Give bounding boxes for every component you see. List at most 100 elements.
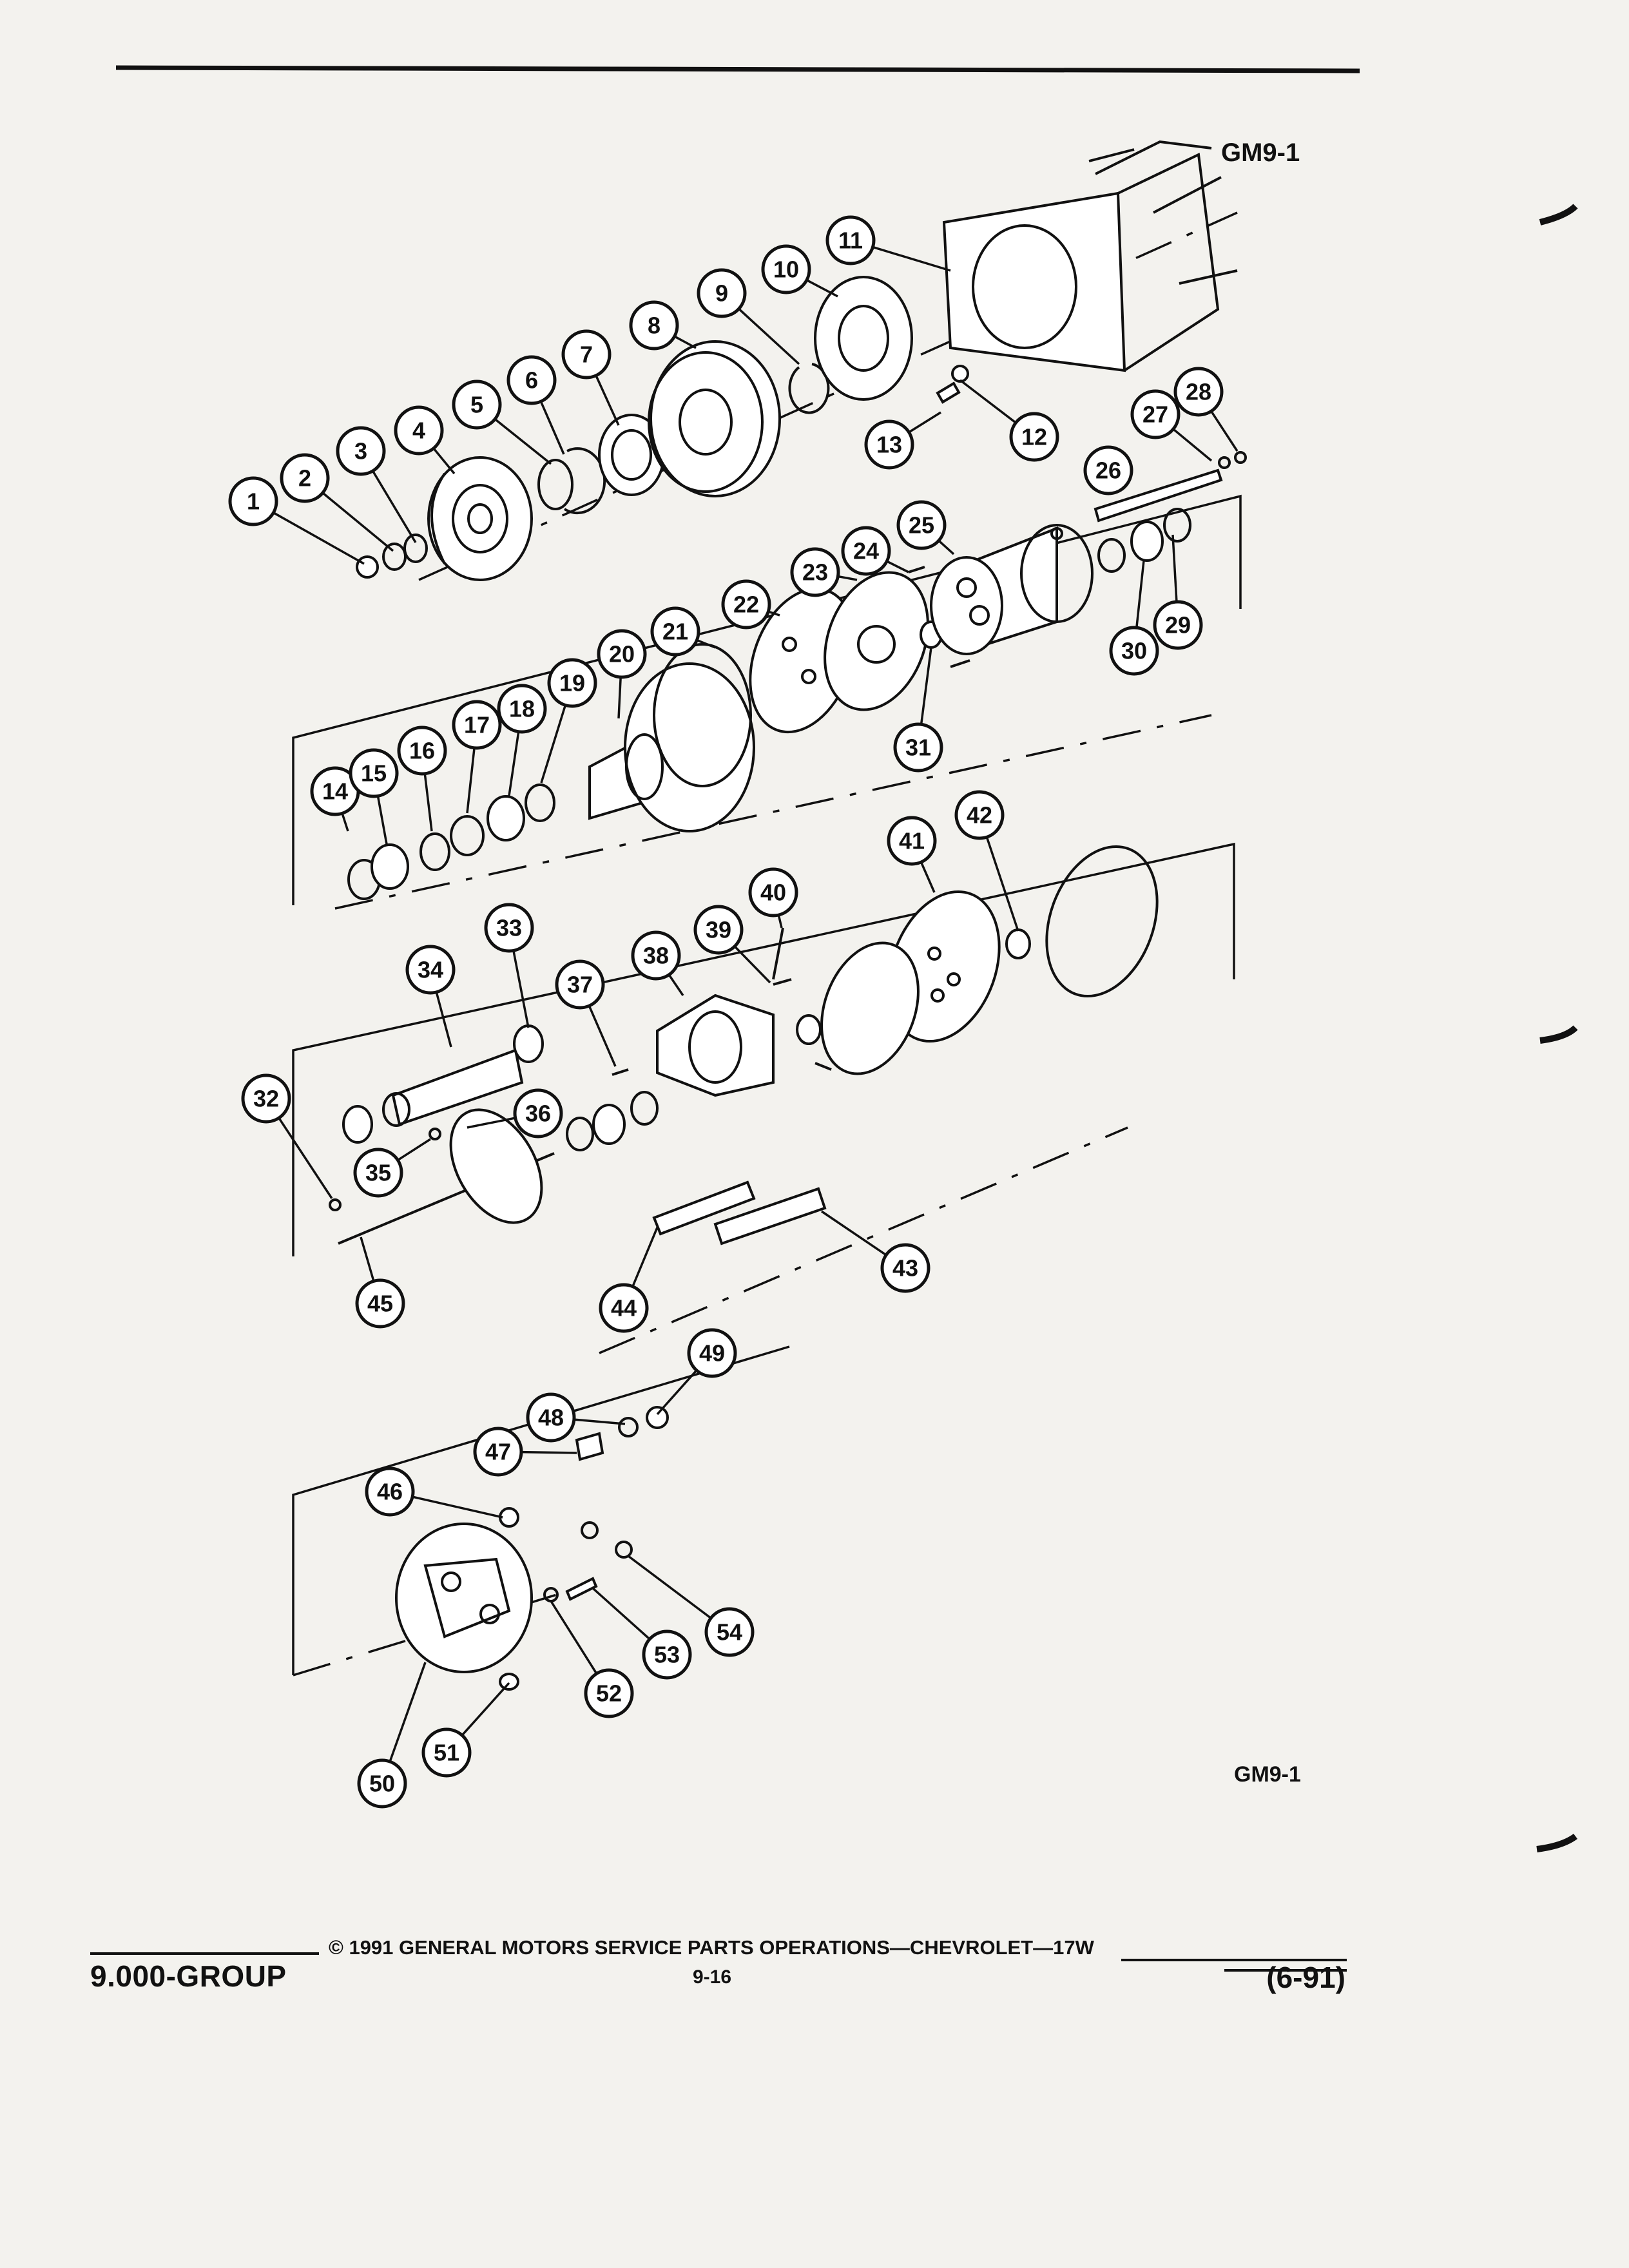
callout-34: 34	[405, 945, 456, 995]
leader-line-6	[539, 401, 565, 455]
callout-2: 2	[280, 453, 330, 503]
callout-6: 6	[506, 355, 557, 405]
callout-number-40: 40	[760, 879, 786, 906]
leader-line-51	[461, 1682, 510, 1736]
callout-number-16: 16	[409, 738, 435, 764]
callout-38: 38	[631, 930, 681, 981]
callout-number-39: 39	[706, 917, 731, 943]
callout-31: 31	[893, 722, 943, 773]
leader-line-15	[376, 796, 388, 845]
section-swashplate-assembly	[292, 842, 1235, 1354]
leader-line-1	[273, 512, 365, 565]
part-33-bearing-b	[342, 1105, 373, 1144]
part-24-pin-rear	[815, 1062, 832, 1071]
callout-39: 39	[693, 905, 744, 955]
leader-line-44	[631, 1227, 659, 1287]
callout-number-38: 38	[643, 943, 669, 969]
binder-mark	[1539, 204, 1578, 226]
part-30-bearing	[1130, 521, 1164, 562]
part-48-o-ring	[618, 1417, 639, 1437]
callout-number-15: 15	[361, 760, 387, 787]
leader-line-42	[985, 836, 1019, 932]
leader-line-34	[435, 992, 452, 1048]
callout-28: 28	[1173, 367, 1224, 417]
leader-line-54	[627, 1555, 712, 1619]
part-4-clutch-hub	[427, 456, 533, 581]
part-54-o-ring	[581, 1521, 599, 1539]
callout-5: 5	[452, 380, 502, 430]
callout-52: 52	[584, 1668, 634, 1718]
part-25-cylinder	[930, 524, 1094, 655]
binder-mark	[1539, 1025, 1578, 1044]
part-51-plug	[499, 1673, 519, 1691]
callout-number-53: 53	[654, 1642, 680, 1668]
callout-number-5: 5	[470, 392, 483, 418]
part-26-shaft-tube	[1094, 468, 1223, 523]
callout-number-47: 47	[485, 1439, 511, 1465]
leader-line-37	[588, 1005, 617, 1067]
callout-42: 42	[954, 790, 1005, 840]
part-30-bearing-b	[592, 1104, 626, 1145]
callout-4: 4	[394, 405, 444, 456]
callout-number-45: 45	[367, 1291, 393, 1317]
leader-line-52	[550, 1600, 598, 1675]
part-46-nut	[499, 1507, 519, 1528]
part-53-valve	[565, 1577, 598, 1601]
part-13-fitting	[936, 381, 961, 404]
leader-line-30	[1135, 560, 1145, 628]
part-35-ball	[429, 1128, 441, 1140]
part-44-gasket	[652, 1180, 756, 1236]
callout-number-51: 51	[434, 1740, 459, 1766]
callout-number-54: 54	[717, 1619, 742, 1646]
part-23-reed-plate-rear	[820, 941, 920, 1075]
callout-number-44: 44	[611, 1295, 637, 1321]
leader-line-18	[508, 731, 520, 796]
callout-44: 44	[599, 1283, 649, 1333]
section-rear-head	[292, 1345, 790, 1691]
callout-number-41: 41	[899, 828, 925, 854]
leader-line-46	[412, 1495, 503, 1519]
part-29-washer-c	[566, 1117, 594, 1151]
leader-line-50	[389, 1662, 427, 1762]
top-rule	[115, 65, 1360, 73]
callout-29: 29	[1153, 600, 1203, 650]
part-28-ring	[1234, 451, 1247, 464]
callout-number-27: 27	[1142, 401, 1168, 428]
leader-line-13	[908, 411, 941, 434]
callout-50: 50	[357, 1758, 407, 1809]
callout-14: 14	[310, 766, 360, 816]
leader-line-36	[467, 1117, 516, 1129]
figure-label-top: GM9-1	[1221, 139, 1300, 167]
callout-19: 19	[547, 658, 597, 708]
callout-7: 7	[561, 329, 612, 380]
callout-number-46: 46	[377, 1479, 403, 1505]
leader-line-48	[574, 1418, 626, 1425]
leader-line-2	[322, 492, 394, 552]
callout-number-36: 36	[525, 1100, 551, 1127]
part-21-o-ring	[653, 643, 752, 787]
part-24-pin	[908, 566, 925, 573]
part-45-shaft	[338, 1108, 555, 1245]
leader-line-41	[920, 861, 936, 893]
part-31-bushing-rear	[796, 1014, 822, 1045]
callout-number-21: 21	[662, 619, 688, 645]
callout-number-35: 35	[365, 1160, 391, 1186]
leader-line-17	[466, 747, 476, 814]
callout-number-22: 22	[733, 591, 759, 618]
callout-48: 48	[526, 1392, 576, 1443]
leader-line-32	[278, 1117, 333, 1199]
part-27-ring	[1218, 456, 1231, 469]
callout-20: 20	[597, 629, 647, 679]
page-number: 9-16	[693, 1966, 732, 1988]
callout-32: 32	[241, 1073, 291, 1124]
part-33-bearing	[513, 1024, 544, 1063]
part-29-washer	[1097, 538, 1126, 573]
leader-line-27	[1172, 428, 1213, 462]
callout-30: 30	[1109, 626, 1159, 676]
part-2-washer	[382, 543, 407, 571]
callout-23: 23	[790, 547, 840, 597]
part-39-pin	[773, 978, 792, 986]
callout-3: 3	[336, 426, 386, 476]
leader-line-39	[733, 945, 771, 984]
leader-line-47	[521, 1450, 577, 1454]
